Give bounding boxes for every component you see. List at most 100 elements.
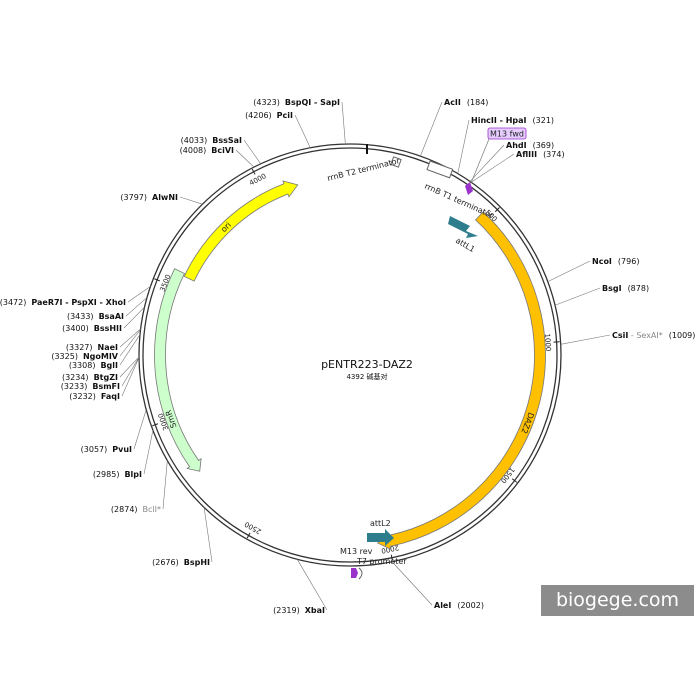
site-leader xyxy=(133,409,147,450)
site-position: (3433) xyxy=(67,312,94,321)
m13fwd-arrow xyxy=(465,182,473,195)
site-name: HincII - HpaI xyxy=(471,116,527,125)
site-leader xyxy=(560,334,611,345)
site-position: (2676) xyxy=(152,558,179,567)
daz2-arrow xyxy=(377,211,546,551)
t7-promoter-arrow xyxy=(358,567,363,580)
ori-arrow xyxy=(183,180,299,282)
site-position: (796) xyxy=(618,257,640,266)
site-leader xyxy=(119,328,141,348)
attl2-arrow xyxy=(367,529,394,546)
site-label: (4206) PciI xyxy=(245,111,293,120)
site-label: (3308)BglI xyxy=(69,361,118,370)
site-position: (3308) xyxy=(69,361,96,370)
site-label: BsgI(878) xyxy=(602,284,649,293)
site-position: (369) xyxy=(533,141,555,150)
site-label: (3327) NaeI xyxy=(66,343,118,352)
site-name: BciVI xyxy=(211,146,234,155)
site-leader xyxy=(121,357,140,397)
site-name: BssHII xyxy=(94,324,122,333)
site-position: (878) xyxy=(628,284,650,293)
site-position: (3232) xyxy=(69,392,96,401)
site-label: (3233)BsmFI xyxy=(61,382,120,391)
site-label: (3472)PaeR7I - PspXI - XhoI xyxy=(0,298,126,307)
site-name: PciI xyxy=(277,111,293,120)
site-position: (1009) xyxy=(669,331,696,340)
tick-mark xyxy=(390,554,393,561)
site-leader xyxy=(119,329,141,357)
site-position: (2985) xyxy=(93,470,120,479)
site-leader xyxy=(391,561,433,606)
tick-mark xyxy=(494,207,500,213)
site-position: (3057) xyxy=(81,445,108,454)
site-name: XbaI xyxy=(305,606,325,615)
site-position: (3325) xyxy=(51,352,78,361)
site-name: NaeI xyxy=(98,343,119,352)
site-position: (2002) xyxy=(457,601,484,610)
site-leader xyxy=(203,507,213,563)
site-position: (4206) xyxy=(245,111,272,120)
site-label: (3232)FaqI xyxy=(69,392,120,401)
m13fwd-badge xyxy=(487,127,527,140)
attl1-label: attL1 xyxy=(454,236,476,254)
attl1-arrow xyxy=(448,216,478,238)
site-name: PvuI xyxy=(112,445,132,454)
site-position: (2874) xyxy=(111,505,138,514)
site-position: (3327) xyxy=(66,343,93,352)
site-name: BclI* xyxy=(143,505,161,514)
m13rev-arrow xyxy=(351,568,358,578)
site-label: (2319)XbaI xyxy=(273,606,325,615)
site-leader xyxy=(119,356,140,378)
site-leader xyxy=(125,297,148,317)
site-name: AhdI xyxy=(506,141,527,150)
tick-mark xyxy=(511,478,518,483)
site-name: NcoI xyxy=(592,257,612,266)
site-leader xyxy=(457,119,470,174)
site-position: (3233) xyxy=(61,382,88,391)
site-position: (4008) xyxy=(180,146,207,155)
site-leader xyxy=(127,286,151,303)
site-leader xyxy=(119,334,141,366)
site-leader xyxy=(294,114,311,148)
site-position: (374) xyxy=(543,150,565,159)
backbone-outer-ring xyxy=(138,143,562,567)
site-label: CsiI - SexAI*(1009) xyxy=(612,331,695,340)
tick-mark xyxy=(246,532,251,539)
site-name: BlpI xyxy=(124,470,142,479)
site-label: (3057) PvuI xyxy=(81,445,132,454)
site-leader xyxy=(547,260,591,282)
site-label: (2874) BclI* xyxy=(111,505,161,514)
site-name: BssSaI xyxy=(212,136,242,145)
site-label: (3797)AlwNI xyxy=(120,193,178,202)
site-leader xyxy=(554,287,601,306)
m13fwd-label: M13 fwd xyxy=(490,130,524,139)
site-position: (4323) xyxy=(253,98,280,107)
site-leader xyxy=(162,460,168,510)
m13fwd-leader xyxy=(470,138,490,184)
site-label: (2676)BspHI xyxy=(152,558,210,567)
site-leader xyxy=(121,357,140,387)
site-label: AhdI (369) xyxy=(506,141,554,150)
site-position: (321) xyxy=(533,116,555,125)
site-extra: - SexAI* xyxy=(628,331,662,340)
rrnb-t1-label: rrnB T1 terminator xyxy=(423,182,495,221)
site-name: BtgZI xyxy=(94,373,118,382)
rrnb-t2-label: rrnB T2 terminator xyxy=(326,156,401,183)
plasmid-size: 4392 碱基对 xyxy=(346,372,387,381)
site-label: (4323)BspQI - SapI xyxy=(253,98,340,107)
m13rev-label: M13 rev xyxy=(340,547,373,556)
site-label: (3433) BsaAI xyxy=(67,312,124,321)
site-position: (184) xyxy=(467,98,489,107)
rrnb-t1-box xyxy=(426,160,454,179)
site-name: BsaAI xyxy=(99,312,124,321)
site-leader xyxy=(179,196,203,205)
backbone-inner-ring xyxy=(142,147,558,563)
site-label: NcoI (796) xyxy=(592,257,639,266)
site-label: (2985) BlpI xyxy=(93,470,142,479)
site-label: (4033)BssSaI xyxy=(181,136,242,145)
site-label: AcII(184) xyxy=(444,98,488,107)
site-leader xyxy=(243,139,261,164)
site-leader xyxy=(143,430,154,475)
